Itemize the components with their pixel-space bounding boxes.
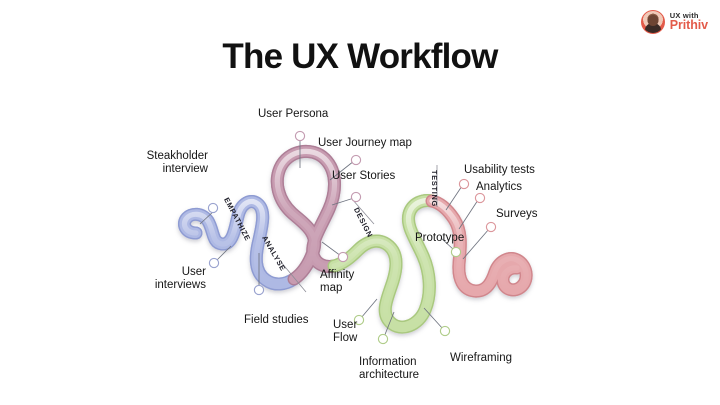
stage-divider-lines bbox=[280, 165, 438, 293]
node-label-information-architecture: Information architecture bbox=[359, 356, 420, 382]
node-label-field-studies: Field studies bbox=[244, 314, 309, 326]
node-label-user-interviews: User interviews bbox=[154, 266, 206, 292]
node-dot-steakholder-interview bbox=[207, 202, 219, 214]
node-label-usability-tests: Usability tests bbox=[464, 164, 535, 176]
connector-end-circles bbox=[207, 130, 497, 345]
brand-line-2: Prithiv bbox=[669, 18, 708, 33]
node-label-analytics: Analytics bbox=[476, 181, 523, 193]
ribbon-stage-design bbox=[334, 201, 432, 328]
node-dot-wireframing bbox=[439, 325, 451, 337]
node-dot-information-architecture bbox=[377, 333, 389, 345]
node-label-user-flow: User Flow bbox=[333, 319, 358, 345]
page-title: The UX Workflow bbox=[222, 37, 498, 76]
node-label-steakholder-interview: Steakholder interview bbox=[146, 150, 208, 176]
node-dot-analytics bbox=[474, 192, 486, 204]
brand-wordmark: UX with Prithiv bbox=[669, 10, 708, 33]
node-dot-surveys bbox=[485, 221, 497, 233]
node-label-user-persona: User Persona bbox=[258, 108, 329, 120]
node-dot-user-flow bbox=[353, 314, 365, 326]
node-dot-user-journey-map bbox=[350, 154, 362, 166]
node-dot-field-studies bbox=[253, 284, 265, 296]
brand-line-1: UX with bbox=[669, 10, 699, 20]
node-dot-affinity-map bbox=[337, 251, 349, 263]
node-label-affinity-map: Affinity map bbox=[320, 269, 355, 295]
node-dot-prototype bbox=[450, 246, 462, 258]
avatar-icon bbox=[640, 10, 665, 34]
ribbon-stage-analyse bbox=[277, 151, 334, 279]
node-dot-user-persona bbox=[294, 130, 306, 142]
node-label-user-stories: User Stories bbox=[332, 170, 396, 182]
node-dot-user-interviews bbox=[208, 257, 220, 269]
node-label-prototype: Prototype bbox=[415, 232, 465, 244]
node-dot-user-stories bbox=[350, 191, 362, 203]
node-label-wireframing: Wireframing bbox=[450, 352, 512, 364]
node-dot-usability-tests bbox=[458, 178, 470, 190]
brand-logo: UX with Prithiv bbox=[640, 10, 708, 34]
node-label-user-journey-map: User Journey map bbox=[318, 137, 412, 149]
node-label-surveys: Surveys bbox=[496, 208, 538, 220]
connector-lines bbox=[199, 138, 490, 338]
